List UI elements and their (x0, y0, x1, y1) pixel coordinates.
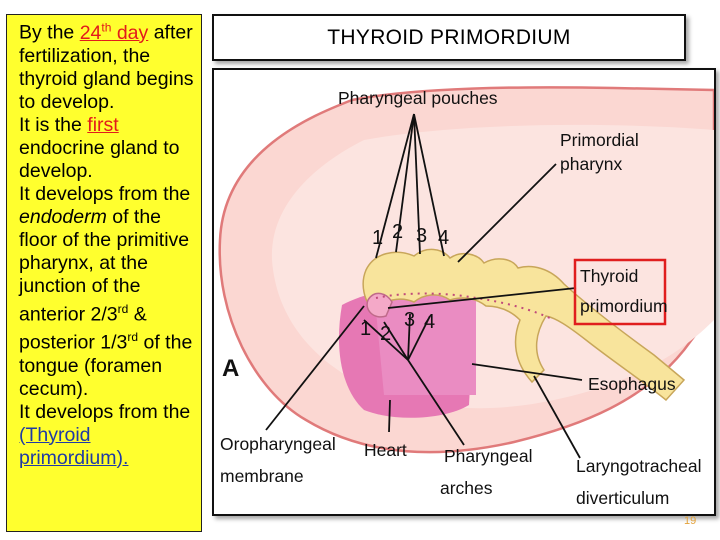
pharynx-leader (457, 163, 557, 263)
thyroid-leader (387, 287, 577, 309)
panel-letter: A (222, 355, 239, 382)
label-heart: Heart (364, 440, 407, 460)
thyroid-bud (366, 292, 393, 318)
paragraph-first: It is the first endocrine gland to devel… (19, 113, 180, 182)
endoderm-emphasis: endoderm (19, 205, 107, 228)
pouch-number-3: 3 (416, 225, 427, 247)
heart-leader (388, 399, 391, 433)
arch-number-4: 4 (424, 311, 435, 333)
thyroid-highlight-box (573, 258, 667, 326)
first-highlight: first (87, 113, 119, 136)
slide-title: THYROID PRIMORDIUM (212, 14, 686, 61)
label-primordial: Primordial (560, 130, 639, 150)
thyroid-primordium-link[interactable]: (Thyroid primordium). (19, 423, 129, 469)
page-number: 19 (684, 515, 697, 527)
pouch-number-4: 4 (438, 227, 449, 249)
label-primordium: primordium (580, 296, 668, 316)
laryngotracheal-leader (533, 375, 581, 459)
arch-region (374, 285, 476, 395)
pouch-number-2: 2 (392, 221, 403, 243)
membrane-leader (265, 305, 365, 431)
label-diverticulum: diverticulum (576, 488, 669, 508)
pouch-number-1: 1 (372, 227, 383, 249)
arch-leaders (363, 313, 465, 446)
label-pharyngeal: Pharyngeal (444, 446, 533, 466)
paragraph-primordium: It develops from the (Thyroid primordium… (19, 400, 191, 469)
label-arches: arches (440, 478, 493, 498)
label-thyroid: Thyroid (580, 266, 638, 286)
embryo-diagram: 1 2 3 4 1 2 3 4 (218, 86, 714, 508)
label-laryngotracheal: Laryngotracheal (576, 456, 702, 476)
pouch-leaders (375, 113, 445, 259)
description-text: By the 24th day after fertilization, the… (6, 14, 202, 532)
pharynx-band (362, 248, 686, 402)
arch-number-1: 1 (360, 318, 371, 340)
arch-number-2: 2 (380, 323, 391, 345)
label-esophagus: Esophagus (588, 374, 676, 394)
esophagus-leader (471, 363, 583, 381)
label-membrane: membrane (220, 466, 304, 486)
label-pharynx: pharynx (560, 154, 623, 174)
day-highlight: 24th day (79, 20, 149, 44)
paragraph-timing: By the 24th day after fertilization, the… (19, 20, 194, 113)
paragraph-origin: It develops from the endoderm of the flo… (19, 182, 193, 400)
embryo-figure: 1 2 3 4 1 2 3 4 (212, 68, 716, 516)
label-oropharyngeal: Oropharyngeal (220, 434, 336, 454)
label-pharyngeal-pouches: Pharyngeal pouches (338, 88, 498, 108)
